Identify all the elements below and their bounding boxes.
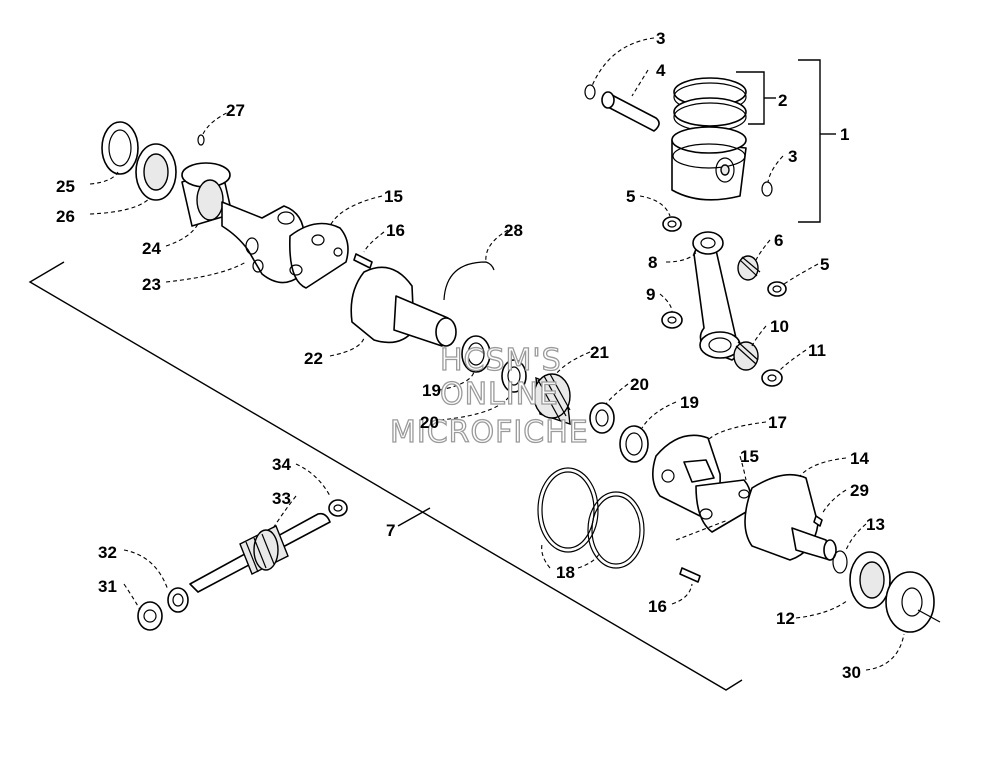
thrust-washer-5-right: [767, 281, 787, 297]
seal-13: [832, 550, 848, 574]
callout-20-right: 20: [630, 375, 649, 394]
bearing-19-left: [461, 335, 491, 373]
callout-4: 4: [656, 61, 666, 80]
bolt-16-upper: [353, 253, 373, 269]
callout-23: 23: [142, 275, 161, 294]
washer-34: [328, 499, 348, 517]
circlip-right: [761, 181, 773, 197]
left-crank-assembly: [101, 121, 495, 347]
callout-27: 27: [226, 101, 245, 120]
brackets-piston: [736, 59, 836, 223]
seal-ring-18-left: [537, 467, 599, 553]
piston-assembly: [584, 77, 773, 201]
center-bearing-assembly: [461, 335, 649, 463]
callout-15-lower: 15: [740, 447, 759, 466]
callout-21: 21: [590, 343, 609, 362]
bearing-19-right: [619, 425, 649, 463]
callout-19-left: 19: [422, 381, 441, 400]
callout-12: 12: [776, 609, 795, 628]
callout-10: 10: [770, 317, 789, 336]
callout-2: 2: [778, 91, 787, 110]
callout-19-right: 19: [680, 393, 699, 412]
callout-29: 29: [850, 481, 869, 500]
bushing-32: [167, 587, 189, 613]
bolt-16-lower: [679, 567, 701, 583]
circlip-left: [584, 84, 596, 100]
callout-6: 6: [774, 231, 783, 250]
callout-30: 30: [842, 663, 861, 682]
callout-17: 17: [768, 413, 787, 432]
crank-web-15-upper: [289, 222, 349, 289]
watermark-line-3: MICROFICHE: [390, 415, 589, 450]
shaft-assembly: [137, 499, 348, 631]
right-crank-assembly: [652, 434, 941, 633]
crank-half-23: [221, 201, 305, 284]
seal-rings-18: [537, 467, 645, 569]
callout-32: 32: [98, 543, 117, 562]
callout-26: 26: [56, 207, 75, 226]
callout-11: 11: [808, 341, 826, 360]
key-29: [813, 515, 823, 527]
callout-28: 28: [504, 221, 523, 240]
callout-5-right: 5: [820, 255, 829, 274]
callout-5-left: 5: [626, 187, 635, 206]
callout-3-right: 3: [788, 147, 797, 166]
callout-31: 31: [98, 577, 117, 596]
callout-3-top: 3: [656, 29, 665, 48]
callout-14: 14: [850, 449, 869, 468]
callout-20-left: 20: [420, 413, 439, 432]
callout-labels: 3 4 2 1 3 5 6 5 8 9 10 11 27 15 16 28 25…: [56, 29, 885, 682]
assembly-7-frame: [28, 261, 743, 691]
callout-15-upper: 15: [384, 187, 403, 206]
callout-25: 25: [56, 177, 75, 196]
callout-7: 7: [386, 521, 395, 540]
seal-ring-18-right: [587, 491, 645, 569]
washer-20-right: [589, 402, 615, 434]
watermark-line-1: HCSM'S: [440, 343, 562, 378]
pin-27: [197, 134, 205, 146]
watermark-line-2: ONLINE: [440, 377, 559, 412]
callout-16-lower: 16: [648, 597, 667, 616]
callout-13: 13: [866, 515, 885, 534]
piston-ring-bottom: [673, 97, 747, 127]
watermark: HCSM'S ONLINE MICROFICHE: [389, 342, 589, 450]
crank-web-15-lower: [695, 479, 752, 533]
circlip-28: [443, 261, 495, 301]
nut-31: [137, 601, 163, 631]
oil-seal-30: [885, 571, 935, 633]
connecting-rod-assembly: [661, 216, 787, 387]
piston-body: [671, 139, 747, 201]
callout-33: 33: [272, 489, 291, 508]
callout-16-upper: 16: [386, 221, 405, 240]
callout-8: 8: [648, 253, 657, 272]
oil-seal-25: [101, 121, 139, 175]
callout-18: 18: [556, 563, 575, 582]
thrust-washer-9: [661, 311, 683, 329]
callout-34: 34: [272, 455, 291, 474]
callout-9: 9: [646, 285, 655, 304]
thrust-washer-11: [761, 369, 783, 387]
callout-22: 22: [304, 349, 323, 368]
leader-lines: [89, 37, 905, 671]
washer-20-left: [501, 359, 527, 393]
callout-1: 1: [840, 125, 849, 144]
callout-24: 24: [142, 239, 161, 258]
thrust-washer-5-left: [662, 216, 682, 232]
